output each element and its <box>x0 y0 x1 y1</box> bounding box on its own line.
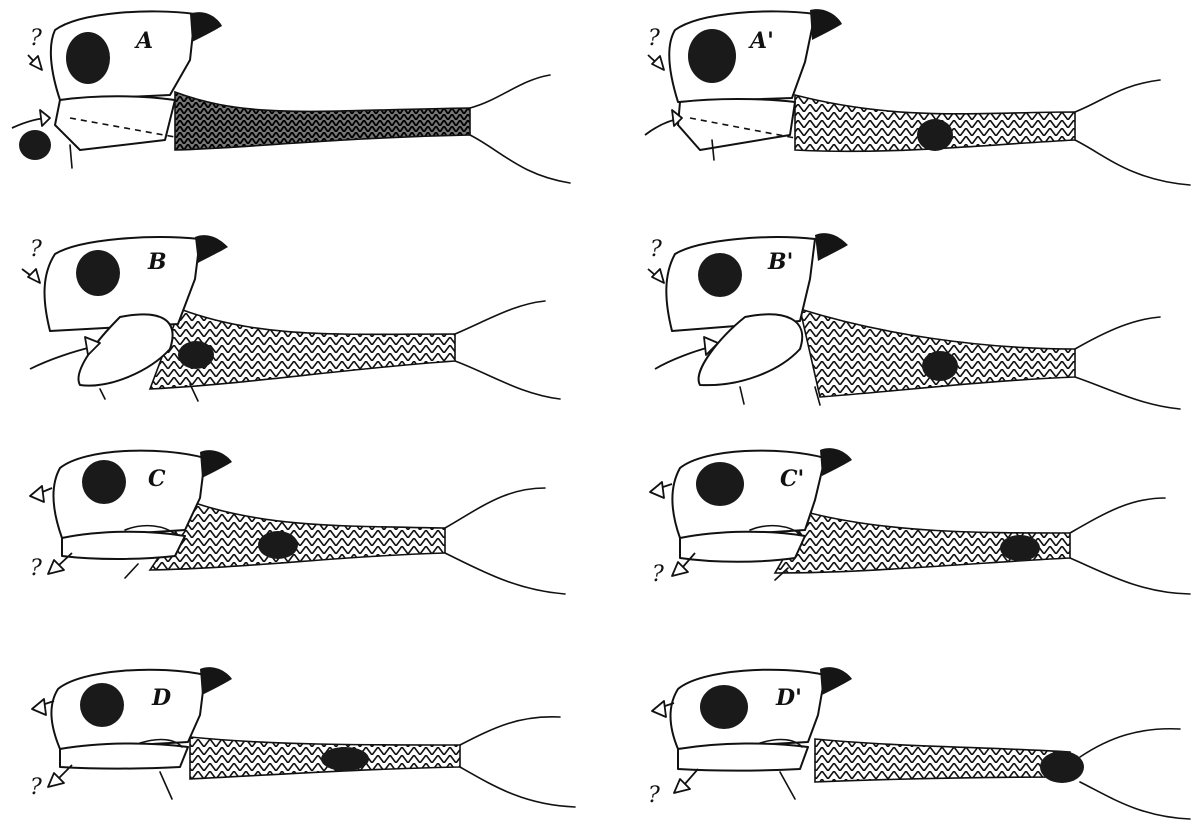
panel-label: B' <box>768 251 793 273</box>
cell-drawing-a <box>0 0 600 209</box>
panel-label: C' <box>780 468 804 490</box>
cell-drawing-b-prime <box>600 209 1200 418</box>
panel-c-prime: C' ? <box>600 418 1200 627</box>
panel-a-prime: A' ? <box>600 0 1200 209</box>
panel-label: D' <box>776 687 802 709</box>
panel-d: D ? <box>0 627 600 836</box>
question-mark: ? <box>30 28 42 50</box>
cell-drawing-d-prime <box>600 627 1200 836</box>
cell-drawing-c <box>0 418 600 627</box>
panel-c: C ? <box>0 418 600 627</box>
panel-b: B ? <box>0 209 600 418</box>
question-mark: ? <box>30 239 42 261</box>
panel-d-prime: D' ? <box>600 627 1200 836</box>
panel-b-prime: B' ? <box>600 209 1200 418</box>
panel-a: A ? <box>0 0 600 209</box>
question-mark: ? <box>30 777 42 799</box>
question-mark: ? <box>648 785 660 807</box>
panel-label: D <box>152 687 171 709</box>
panel-label: C <box>148 468 166 490</box>
cell-drawing-a-prime <box>600 0 1200 209</box>
panel-label: A' <box>750 30 774 52</box>
cell-drawing-d <box>0 627 600 836</box>
question-mark: ? <box>648 28 660 50</box>
question-mark: ? <box>652 564 664 586</box>
question-mark: ? <box>30 558 42 580</box>
panel-label: B <box>148 251 167 273</box>
cell-drawing-b <box>0 209 600 418</box>
panel-label: A <box>136 30 153 52</box>
question-mark: ? <box>650 239 662 261</box>
cell-drawing-c-prime <box>600 418 1200 627</box>
